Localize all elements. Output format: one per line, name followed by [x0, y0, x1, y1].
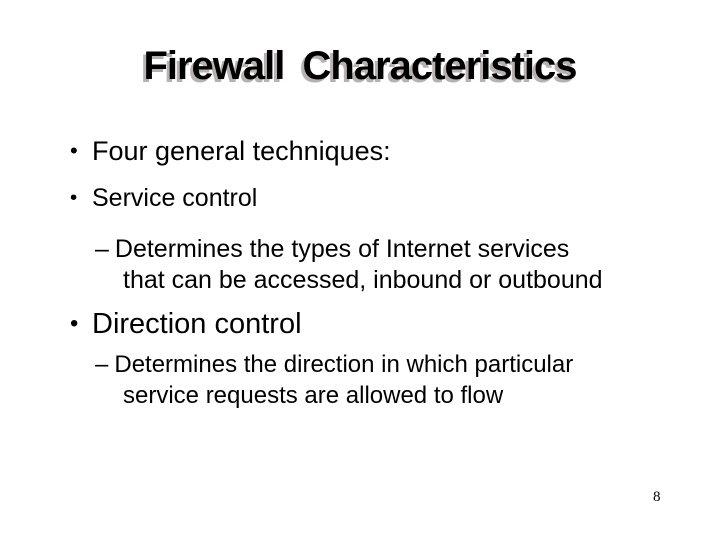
sub-bullet-direction-control-line1: –Determines the direction in which parti… [95, 351, 573, 379]
dash-bullet-icon: – [95, 235, 109, 263]
sub-bullet-text: Determines the types of Internet service… [114, 235, 570, 263]
sub-bullet-direction-control-line2: service requests are allowed to flow [123, 382, 504, 409]
sub-bullet-service-control-line1: –Determines the types of Internet servic… [95, 235, 569, 264]
bullet-text: Direction control [92, 308, 302, 340]
bullet-text: Service control [92, 184, 258, 212]
bullet-dot-icon: • [70, 309, 79, 337]
bullet-dot-icon: • [70, 137, 78, 163]
sub-bullet-service-control-line2: that can be accessed, inbound or outboun… [123, 266, 603, 294]
slide-page-number: 8 [653, 489, 661, 505]
sub-bullet-text: Determines the direction in which partic… [114, 351, 574, 378]
bullet-dot-icon: • [70, 185, 78, 209]
slide-title: Firewall Characteristics [143, 44, 577, 88]
dash-bullet-icon: – [95, 351, 109, 378]
bullet-text: Four general techniques: [92, 136, 391, 166]
